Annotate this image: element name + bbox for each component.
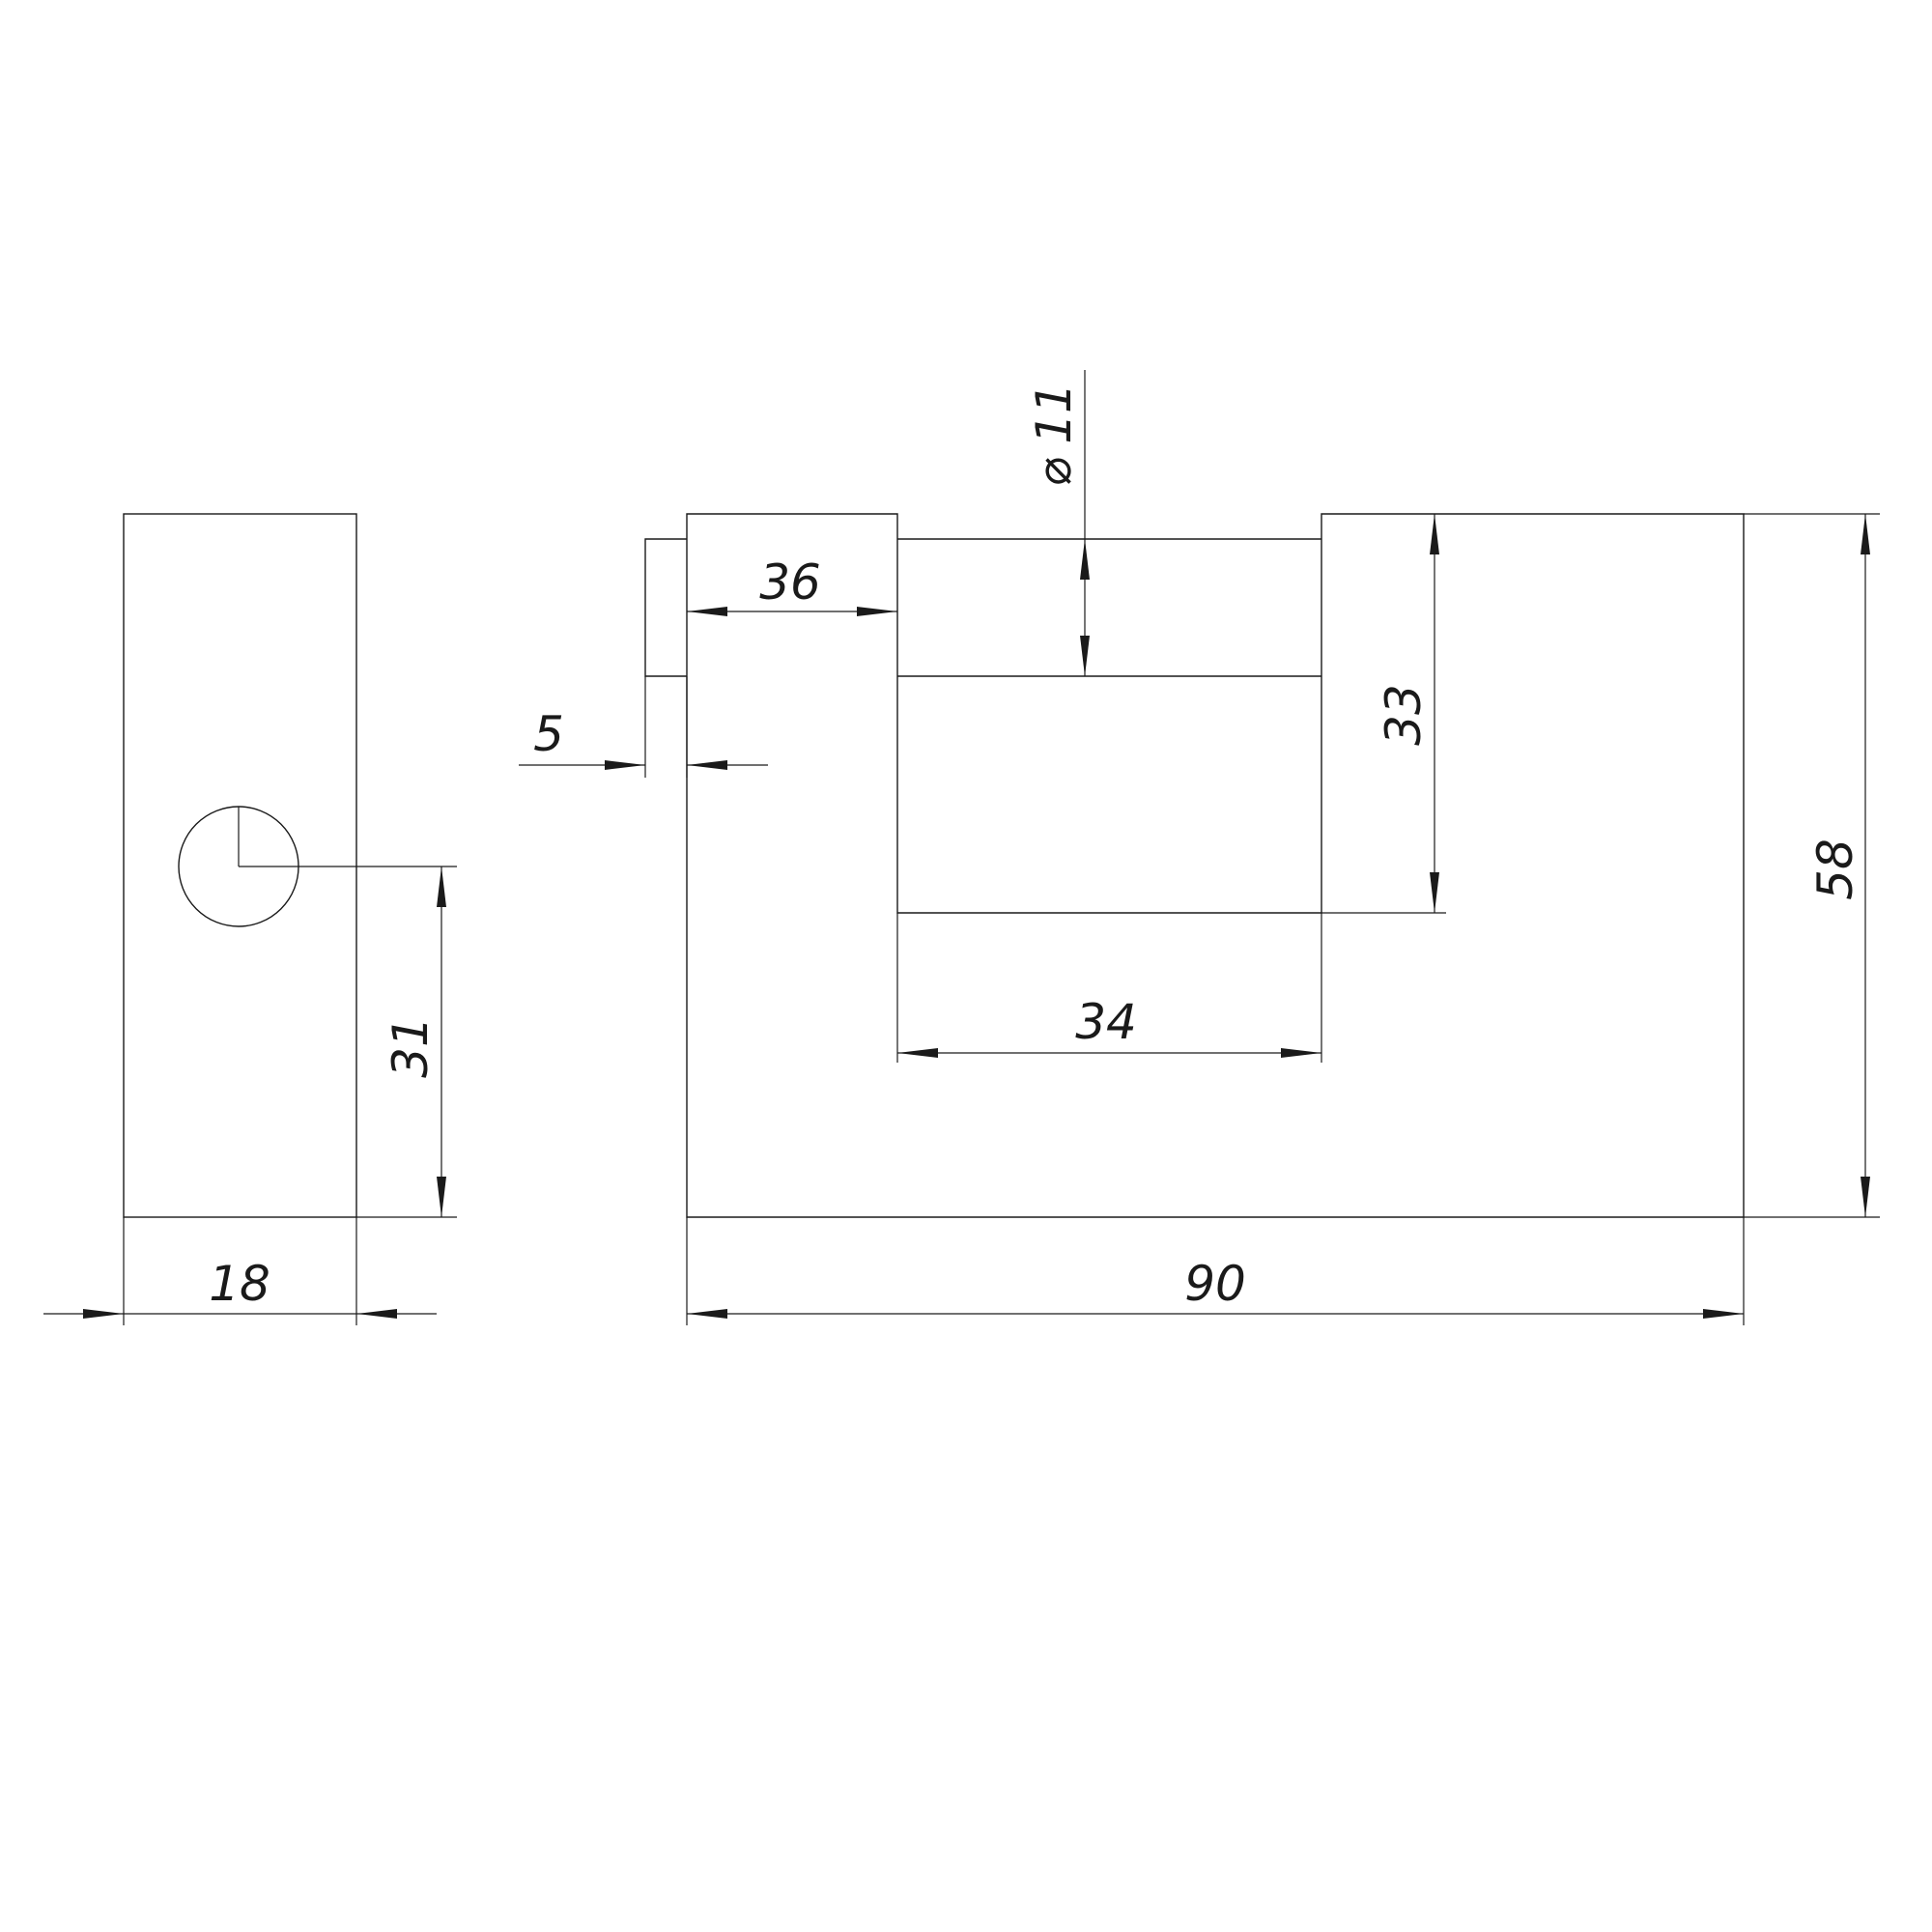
side-view — [123, 513, 457, 1218]
dim-label-shackle-length: 36 — [759, 554, 821, 611]
diameter-symbol: ⌀ — [1026, 458, 1082, 487]
arrowhead — [687, 607, 727, 616]
arrowhead — [1080, 539, 1090, 580]
side-view-body — [123, 513, 357, 1218]
dim-shackle-offset: 5 — [519, 676, 768, 778]
arrowhead — [1281, 1048, 1321, 1058]
lock-body-outline — [686, 513, 1745, 1218]
dim-opening-width: 34 — [896, 913, 1322, 1063]
shackle-end-protrusion — [644, 538, 687, 677]
arrowhead — [1703, 1309, 1744, 1319]
diameter-value: 11 — [1026, 383, 1082, 444]
arrowhead — [605, 760, 645, 770]
arrowhead — [83, 1309, 124, 1319]
arrowhead — [687, 1309, 727, 1319]
dim-label-opening-width: 34 — [1075, 994, 1137, 1050]
dim-label-shackle-diameter: ⌀ 11 — [1026, 383, 1082, 487]
dim-hole-height: 31 — [356, 867, 457, 1218]
arrowhead — [1861, 1177, 1870, 1217]
dim-opening-height: 33 — [1321, 514, 1446, 914]
dim-front-width: 90 — [686, 1217, 1745, 1325]
arrowhead — [1861, 514, 1870, 554]
dim-label-shackle-offset: 5 — [533, 706, 564, 762]
arrowhead — [1080, 636, 1090, 676]
dim-overall-height: 58 — [1744, 513, 1880, 1218]
dim-shackle-diameter: ⌀ 11 — [1026, 370, 1090, 676]
arrowhead — [687, 760, 727, 770]
arrowhead — [897, 1048, 938, 1058]
dim-label-front-width: 90 — [1184, 1256, 1246, 1312]
front-view — [644, 513, 1745, 1218]
dim-side-width: 18 — [43, 1217, 437, 1325]
arrowhead — [437, 1177, 446, 1217]
arrowhead — [1430, 514, 1439, 554]
diameter-label-group: ⌀ 11 — [1026, 383, 1082, 487]
dim-label-hole-height: 31 — [383, 1016, 439, 1078]
dim-label-opening-height: 33 — [1376, 684, 1432, 746]
arrowhead — [356, 1309, 397, 1319]
arrowhead — [857, 607, 897, 616]
dim-label-overall-height: 58 — [1807, 838, 1863, 900]
arrowhead — [437, 867, 446, 907]
dim-label-side-width: 18 — [209, 1256, 270, 1312]
arrowhead — [1430, 872, 1439, 913]
dim-shackle-length: 36 — [687, 554, 897, 616]
